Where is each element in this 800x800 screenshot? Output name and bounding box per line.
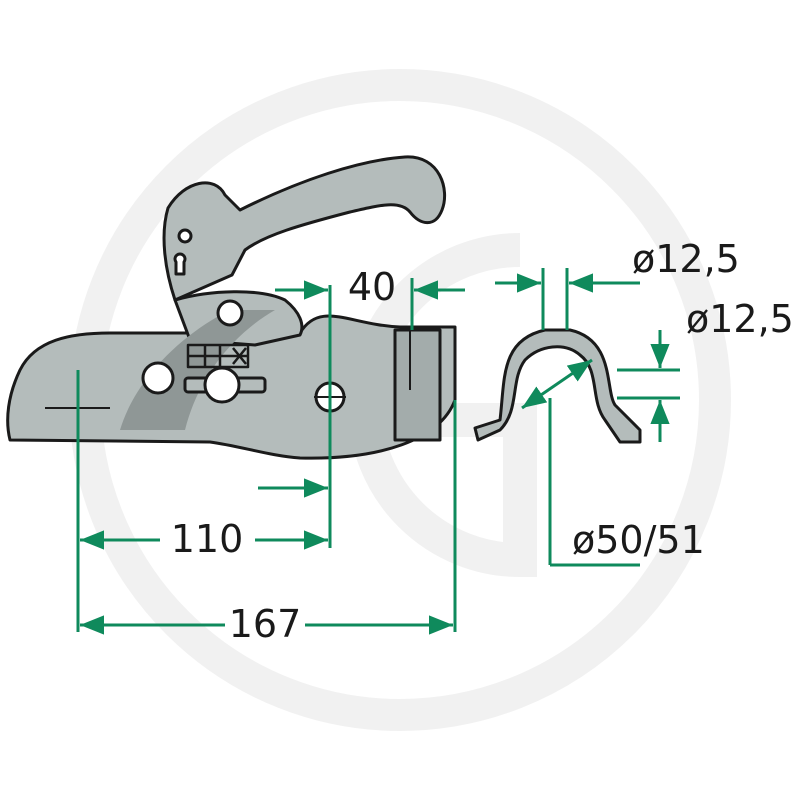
coupling-shadow [120,310,275,430]
dimension-labels: 167 110 40 ø12,5 ø12,5 ø50/51 [171,237,794,646]
dim-hole-width-label: ø12,5 [632,237,740,281]
drawbar-bracket [473,328,642,444]
dim-167-label: 167 [229,602,302,646]
key-slot [173,252,187,276]
ball-hole [141,361,175,395]
dim-drawbar-label: ø50/51 [572,518,705,562]
ball-coupling [6,155,457,460]
dim-40-label: 40 [348,265,396,309]
socket-bolt [393,328,442,442]
dimension-lines [76,268,680,635]
small-rivet [177,228,193,244]
coupling-handle [162,155,447,302]
upper-hole [216,299,244,327]
dim-hole-height-label: ø12,5 [686,297,794,341]
dim-110-label: 110 [171,517,244,561]
safety-pin-knob [203,366,241,404]
